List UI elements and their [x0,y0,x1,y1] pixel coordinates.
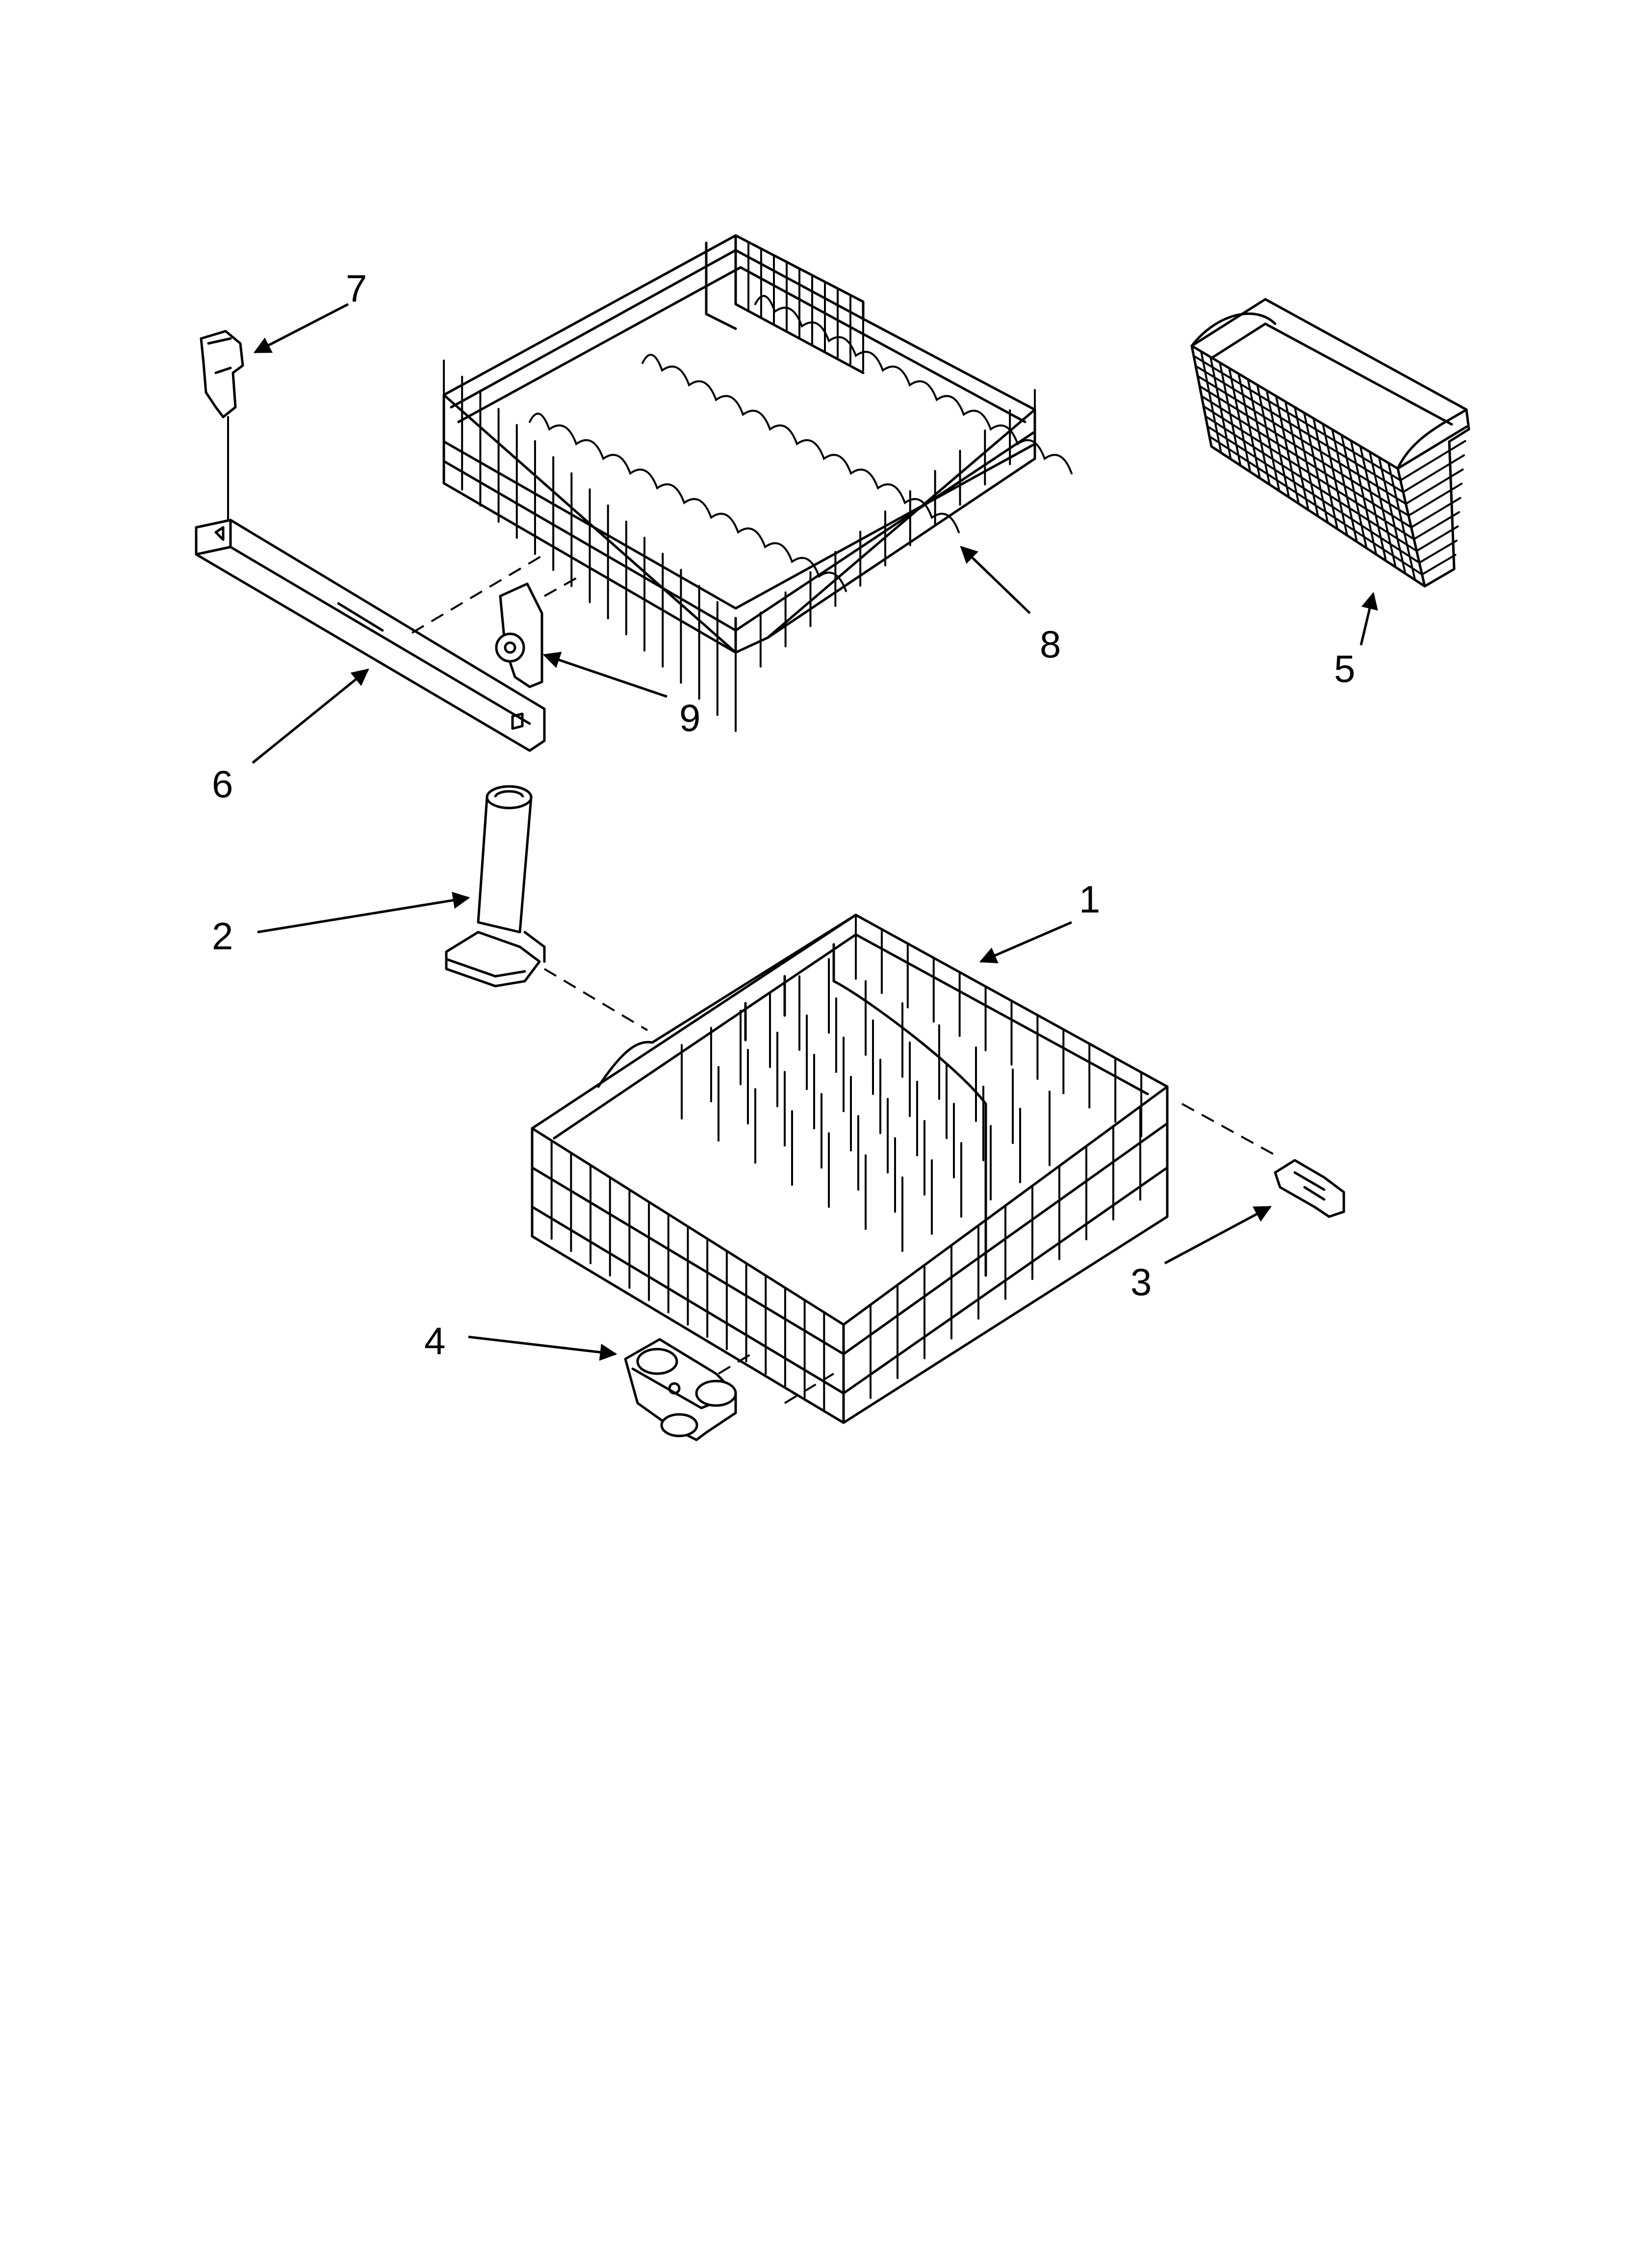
callout-7: 7 [346,267,367,310]
leader-3 [1164,1205,1272,1265]
part-6-rack-track [195,519,546,752]
alignment-line-rail [411,553,545,634]
part-9-rack-adjuster [495,582,543,688]
callout-3: 3 [1130,1260,1152,1303]
leader-4 [468,1335,617,1361]
callout-5: 5 [1334,647,1355,690]
part-5-silverware-basket [1190,298,1470,588]
part-4-wheel-housing [624,1338,737,1441]
callout-4: 4 [424,1319,445,1362]
alignment-line-wheel-right [784,1373,835,1404]
part-1-lower-rack [531,913,1169,1424]
part-3-rack-clip [1274,1159,1345,1218]
part-8-upper-rack [442,234,1073,732]
callout-6: 6 [212,762,233,806]
leader-8 [960,546,1031,614]
alignment-line-wheel-left [718,1351,756,1375]
alignment-line-tube [543,968,648,1031]
callout-2: 2 [212,914,233,958]
part-7-clip [200,330,244,521]
callout-9: 9 [679,696,700,739]
leader-1 [979,921,1072,964]
callout-1: 1 [1079,878,1100,921]
alignment-line-rack-clip [1181,1103,1281,1159]
leader-9 [542,652,667,698]
leader-2 [257,891,470,934]
leader-5 [1360,592,1378,646]
leader-6 [252,668,369,764]
leader-7 [253,303,349,354]
part-2-spray-tower [445,785,546,988]
callout-8: 8 [1040,623,1061,666]
alignment-line-adjuster [544,573,584,597]
